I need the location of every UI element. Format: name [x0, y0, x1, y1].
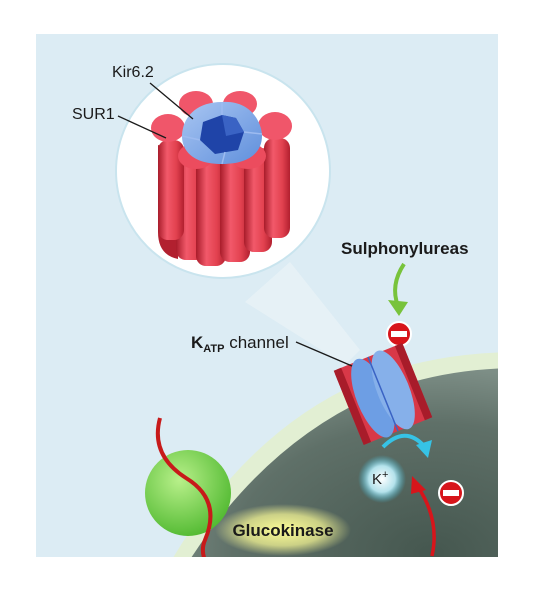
- zoom-cone: [245, 262, 360, 365]
- minus-circle-icon: [386, 321, 412, 347]
- k-efflux-arrow-head: [416, 440, 432, 458]
- glucokinase-glow: [215, 504, 351, 556]
- k-ion-glow: [358, 455, 406, 503]
- minus-circle-icon: [438, 480, 464, 506]
- katp-channel: [333, 343, 433, 445]
- katp-channel-word: channel: [224, 333, 288, 352]
- glucokinase-strand: [155, 417, 213, 557]
- glucokinase-label: Glucokinase: [232, 521, 333, 540]
- kir62-label: Kir6.2: [112, 64, 154, 81]
- metabolic-arrow: [416, 486, 436, 557]
- sulphonylureas-arrow-head: [388, 300, 408, 316]
- sur1-pointer: [117, 115, 167, 139]
- metabolic-arrow-head: [411, 476, 426, 494]
- katp-octamer: [151, 91, 292, 266]
- katp-k: K: [191, 333, 204, 352]
- katp-channel-label: KATP channel: [191, 333, 289, 355]
- sulphonylureas-label: Sulphonylureas: [341, 239, 469, 258]
- k-efflux-arrow: [381, 433, 426, 449]
- k-ion-charge: +: [382, 469, 388, 481]
- k-ion-symbol: K: [372, 471, 382, 488]
- k-ion-label: K+: [372, 469, 388, 488]
- glucokinase-sphere: [145, 450, 231, 536]
- katp-subscript: ATP: [203, 343, 224, 355]
- kir62-pointer: [149, 82, 194, 120]
- sur1-label: SUR1: [72, 106, 115, 123]
- katp-pointer: [295, 341, 353, 367]
